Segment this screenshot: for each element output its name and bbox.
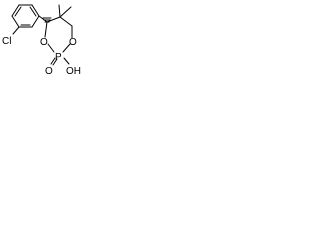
ring-oxygen-left-label: O	[40, 37, 48, 48]
p-oxo-double-bond	[50, 57, 56, 65]
benzene-ring	[11, 4, 40, 28]
chemical-structure: Cl O O P OH O	[2, 4, 81, 77]
hydroxyl-label: OH	[66, 66, 81, 77]
p-oh-bond	[63, 57, 70, 65]
ring-bond	[59, 16, 73, 27]
dioxaphosphorinane-ring	[44, 16, 73, 53]
aryl-ring-bond	[38, 15, 48, 23]
ring-bond	[62, 43, 71, 53]
methyl-bond	[58, 4, 61, 18]
benzene-bond	[11, 4, 20, 17]
ring-oxygen-right-label: O	[69, 37, 77, 48]
chlorine-label: Cl	[2, 36, 11, 47]
p-oxo-double-bond	[52, 58, 58, 66]
benzene-bond	[11, 15, 20, 28]
benzene-bond	[31, 4, 40, 17]
benzene-bond	[31, 15, 40, 28]
ring-bond	[44, 21, 48, 38]
ring-bond	[47, 43, 55, 53]
benzene-double-bond	[29, 6, 37, 17]
oxo-label: O	[45, 66, 53, 77]
phosphorus-label: P	[55, 52, 62, 63]
ring-bond	[46, 16, 61, 23]
benzene-double-bond	[14, 6, 22, 17]
methyl-bond	[59, 6, 72, 18]
chlorine-bond	[12, 26, 20, 35]
